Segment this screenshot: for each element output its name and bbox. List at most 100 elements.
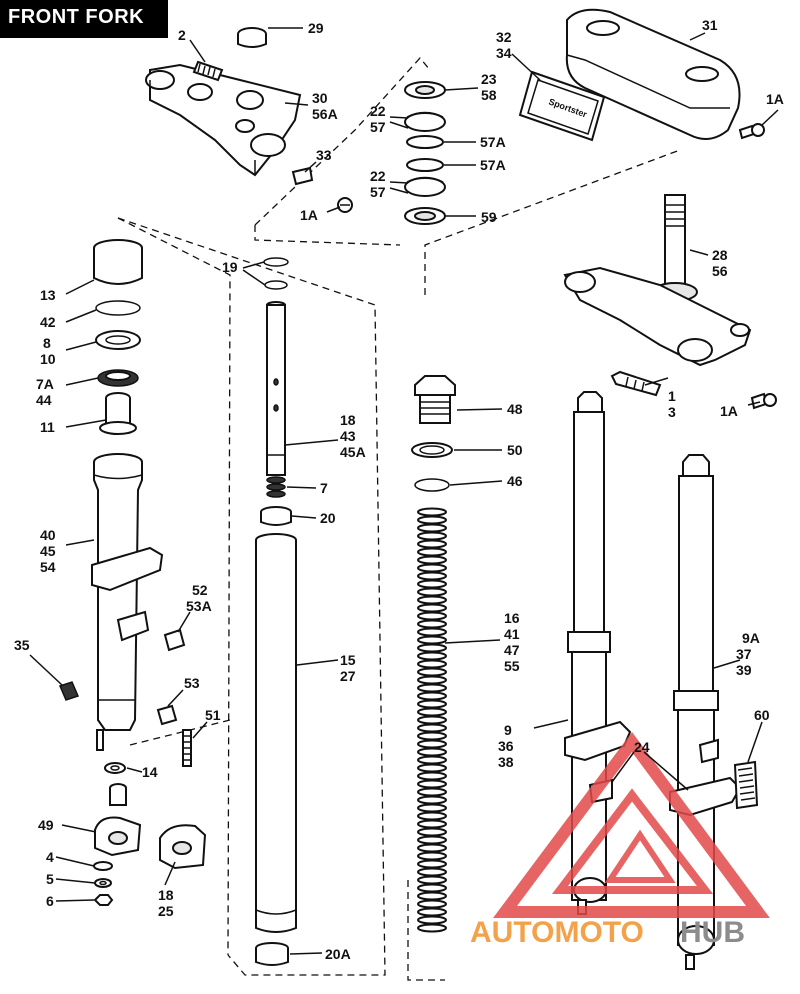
callout: 43 [340,428,356,444]
callout: 9 [504,722,512,738]
spring-coil [417,555,447,565]
callout: 58 [481,87,497,103]
watermark-text-b: HUB [680,916,745,949]
watermark-text-a: AUTOMOTO [470,916,644,949]
spring-coil [417,835,447,845]
callout: 45 [40,543,56,559]
spring-coil [417,739,447,749]
spring-coil [417,795,447,805]
spring-coil [417,907,447,917]
callout: 52 [192,582,208,598]
callout: 45A [340,444,366,460]
callout: 57A [480,157,506,173]
spring-coil [417,915,447,925]
spring-coil [417,763,447,773]
spring-coil [417,723,447,733]
spring-coil [417,715,447,725]
callout: 60 [754,707,770,723]
callout: 40 [40,527,56,543]
spring-coil [417,747,447,757]
callout: 1A [300,207,318,223]
watermark-logo [493,731,770,918]
callout: 41 [504,626,520,642]
assembly-guide-lines [117,57,681,981]
callout: 37 [736,646,752,662]
spring-coil [417,683,447,693]
spring-coil [417,875,447,885]
snap-rings-19 [263,257,289,290]
callout: 30 [312,90,328,106]
spring-coil [417,779,447,789]
callout: 27 [340,668,356,684]
axle-cap-18-25 [159,824,207,870]
spring-coil [417,635,447,645]
washer-4 [93,861,113,871]
callout: 7A [36,376,54,392]
callout: 1A [766,91,784,107]
callout: 47 [504,642,520,658]
upper-triple-clamp [145,63,302,177]
callout: 1A [720,403,738,419]
spring-coil [417,699,447,709]
spring-coil [417,867,447,877]
spring-coil [417,891,447,901]
spring-coil [417,547,447,557]
seal-8-10 [95,330,141,350]
spring-coil [417,771,447,781]
spring-coil [417,851,447,861]
fork-spring-16-41-47-55 [417,507,447,933]
callout: 28 [712,247,728,263]
callout: 50 [507,442,523,458]
spring-coil [417,755,447,765]
fork-tube-15-27 [255,533,297,933]
washer-50 [411,442,453,458]
screw-52-53a [163,628,186,652]
leader-lines [29,27,779,955]
callout: 15 [340,652,356,668]
callout: 29 [308,20,324,36]
callout: 39 [736,662,752,678]
damper-rod-18-43-45a [266,301,286,476]
spring-coil [417,579,447,589]
axle-cap-49 [94,816,142,857]
callout: 2 [178,27,186,43]
callout: 57A [480,134,506,150]
callout: 55 [504,658,520,674]
set-screw-33 [291,166,314,186]
callout: 53 [184,675,200,691]
spring-coil [417,827,447,837]
left-slider-40-45-54 [91,453,164,751]
callout: 59 [481,209,497,225]
lower-triple-clamp [563,194,752,367]
callout: 19 [222,259,238,275]
callout: 51 [205,707,221,723]
spring-coil [417,619,447,629]
callout: 56A [312,106,338,122]
callout: 7 [320,480,328,496]
callout: 20A [325,946,351,962]
dust-cover-13 [93,239,143,285]
bushing-20 [260,506,292,526]
bushing-20a [255,942,289,966]
spring-coil [417,627,447,637]
callout: 11 [40,419,55,435]
drain-screw-35 [58,681,80,701]
callout: 9A [742,630,760,646]
fork-cover-31 [565,8,741,140]
rebound-spring-7 [266,476,286,498]
spring-coil [417,899,447,909]
spring-coil [417,587,447,597]
callout: 34 [496,45,512,61]
screw-1a-cover [738,123,765,140]
callout: 56 [712,263,728,279]
callout: 22 [370,103,386,119]
bearing-stack [404,81,446,225]
spring-coil [417,707,447,717]
bolt-2 [192,60,224,82]
callout: 10 [40,351,56,367]
spring-coil [417,659,447,669]
callout: 42 [40,314,56,330]
callout: 5 [46,871,54,887]
spring-coil [417,563,447,573]
spring-coil [417,523,447,533]
